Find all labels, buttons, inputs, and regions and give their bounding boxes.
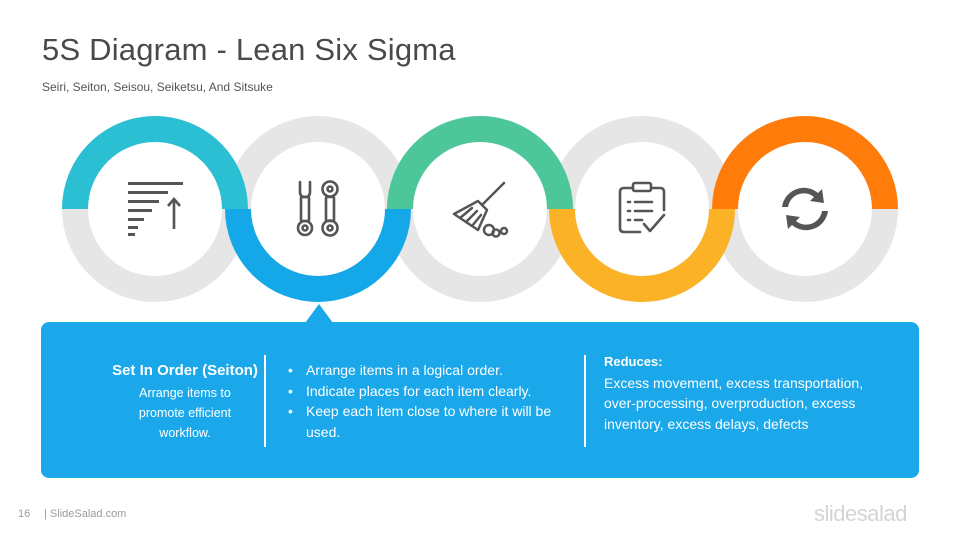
tools-icon xyxy=(296,180,339,237)
step-description: Arrange items to promote efficient workf… xyxy=(138,386,232,440)
refresh-icon xyxy=(782,187,828,231)
ring-5-arc xyxy=(712,116,898,210)
sort-list-icon xyxy=(128,182,183,236)
divider-right xyxy=(584,355,586,447)
footer-site: | SlideSalad.com xyxy=(44,508,127,520)
broom-icon xyxy=(452,181,509,238)
bullet-item: Indicate places for each item clearly. xyxy=(286,381,561,402)
page-subtitle: Seiri, Seiton, Seisou, Seiketsu, And Sit… xyxy=(42,80,273,94)
panel-pointer xyxy=(305,304,333,323)
reduces-label: Reduces: xyxy=(604,354,663,369)
divider-left xyxy=(264,355,266,447)
bullet-item: Arrange items in a logical order. xyxy=(286,360,561,381)
step-bullets: Arrange items in a logical order. Indica… xyxy=(286,360,561,442)
brand-logo: slidesalad xyxy=(814,501,907,526)
ring-4-arc xyxy=(549,208,735,302)
five-s-ring-diagram xyxy=(62,116,898,302)
reduces-block: Reduces: Excess movement, excess transpo… xyxy=(604,352,894,434)
step-heading: Set In Order (Seiton) xyxy=(112,362,258,379)
step-summary: Set In Order (Seiton) Arrange items to p… xyxy=(70,362,300,443)
page-number: 16 xyxy=(18,508,31,520)
checklist-icon xyxy=(618,181,666,234)
bullet-item: Keep each item close to where it will be… xyxy=(286,401,561,442)
ring-3-arc xyxy=(387,116,573,210)
ring-2-arc xyxy=(225,208,411,302)
ring-1-arc xyxy=(62,116,248,210)
reduces-text: Excess movement, excess transportation, … xyxy=(604,374,864,432)
page-title: 5S Diagram - Lean Six Sigma xyxy=(42,32,456,67)
